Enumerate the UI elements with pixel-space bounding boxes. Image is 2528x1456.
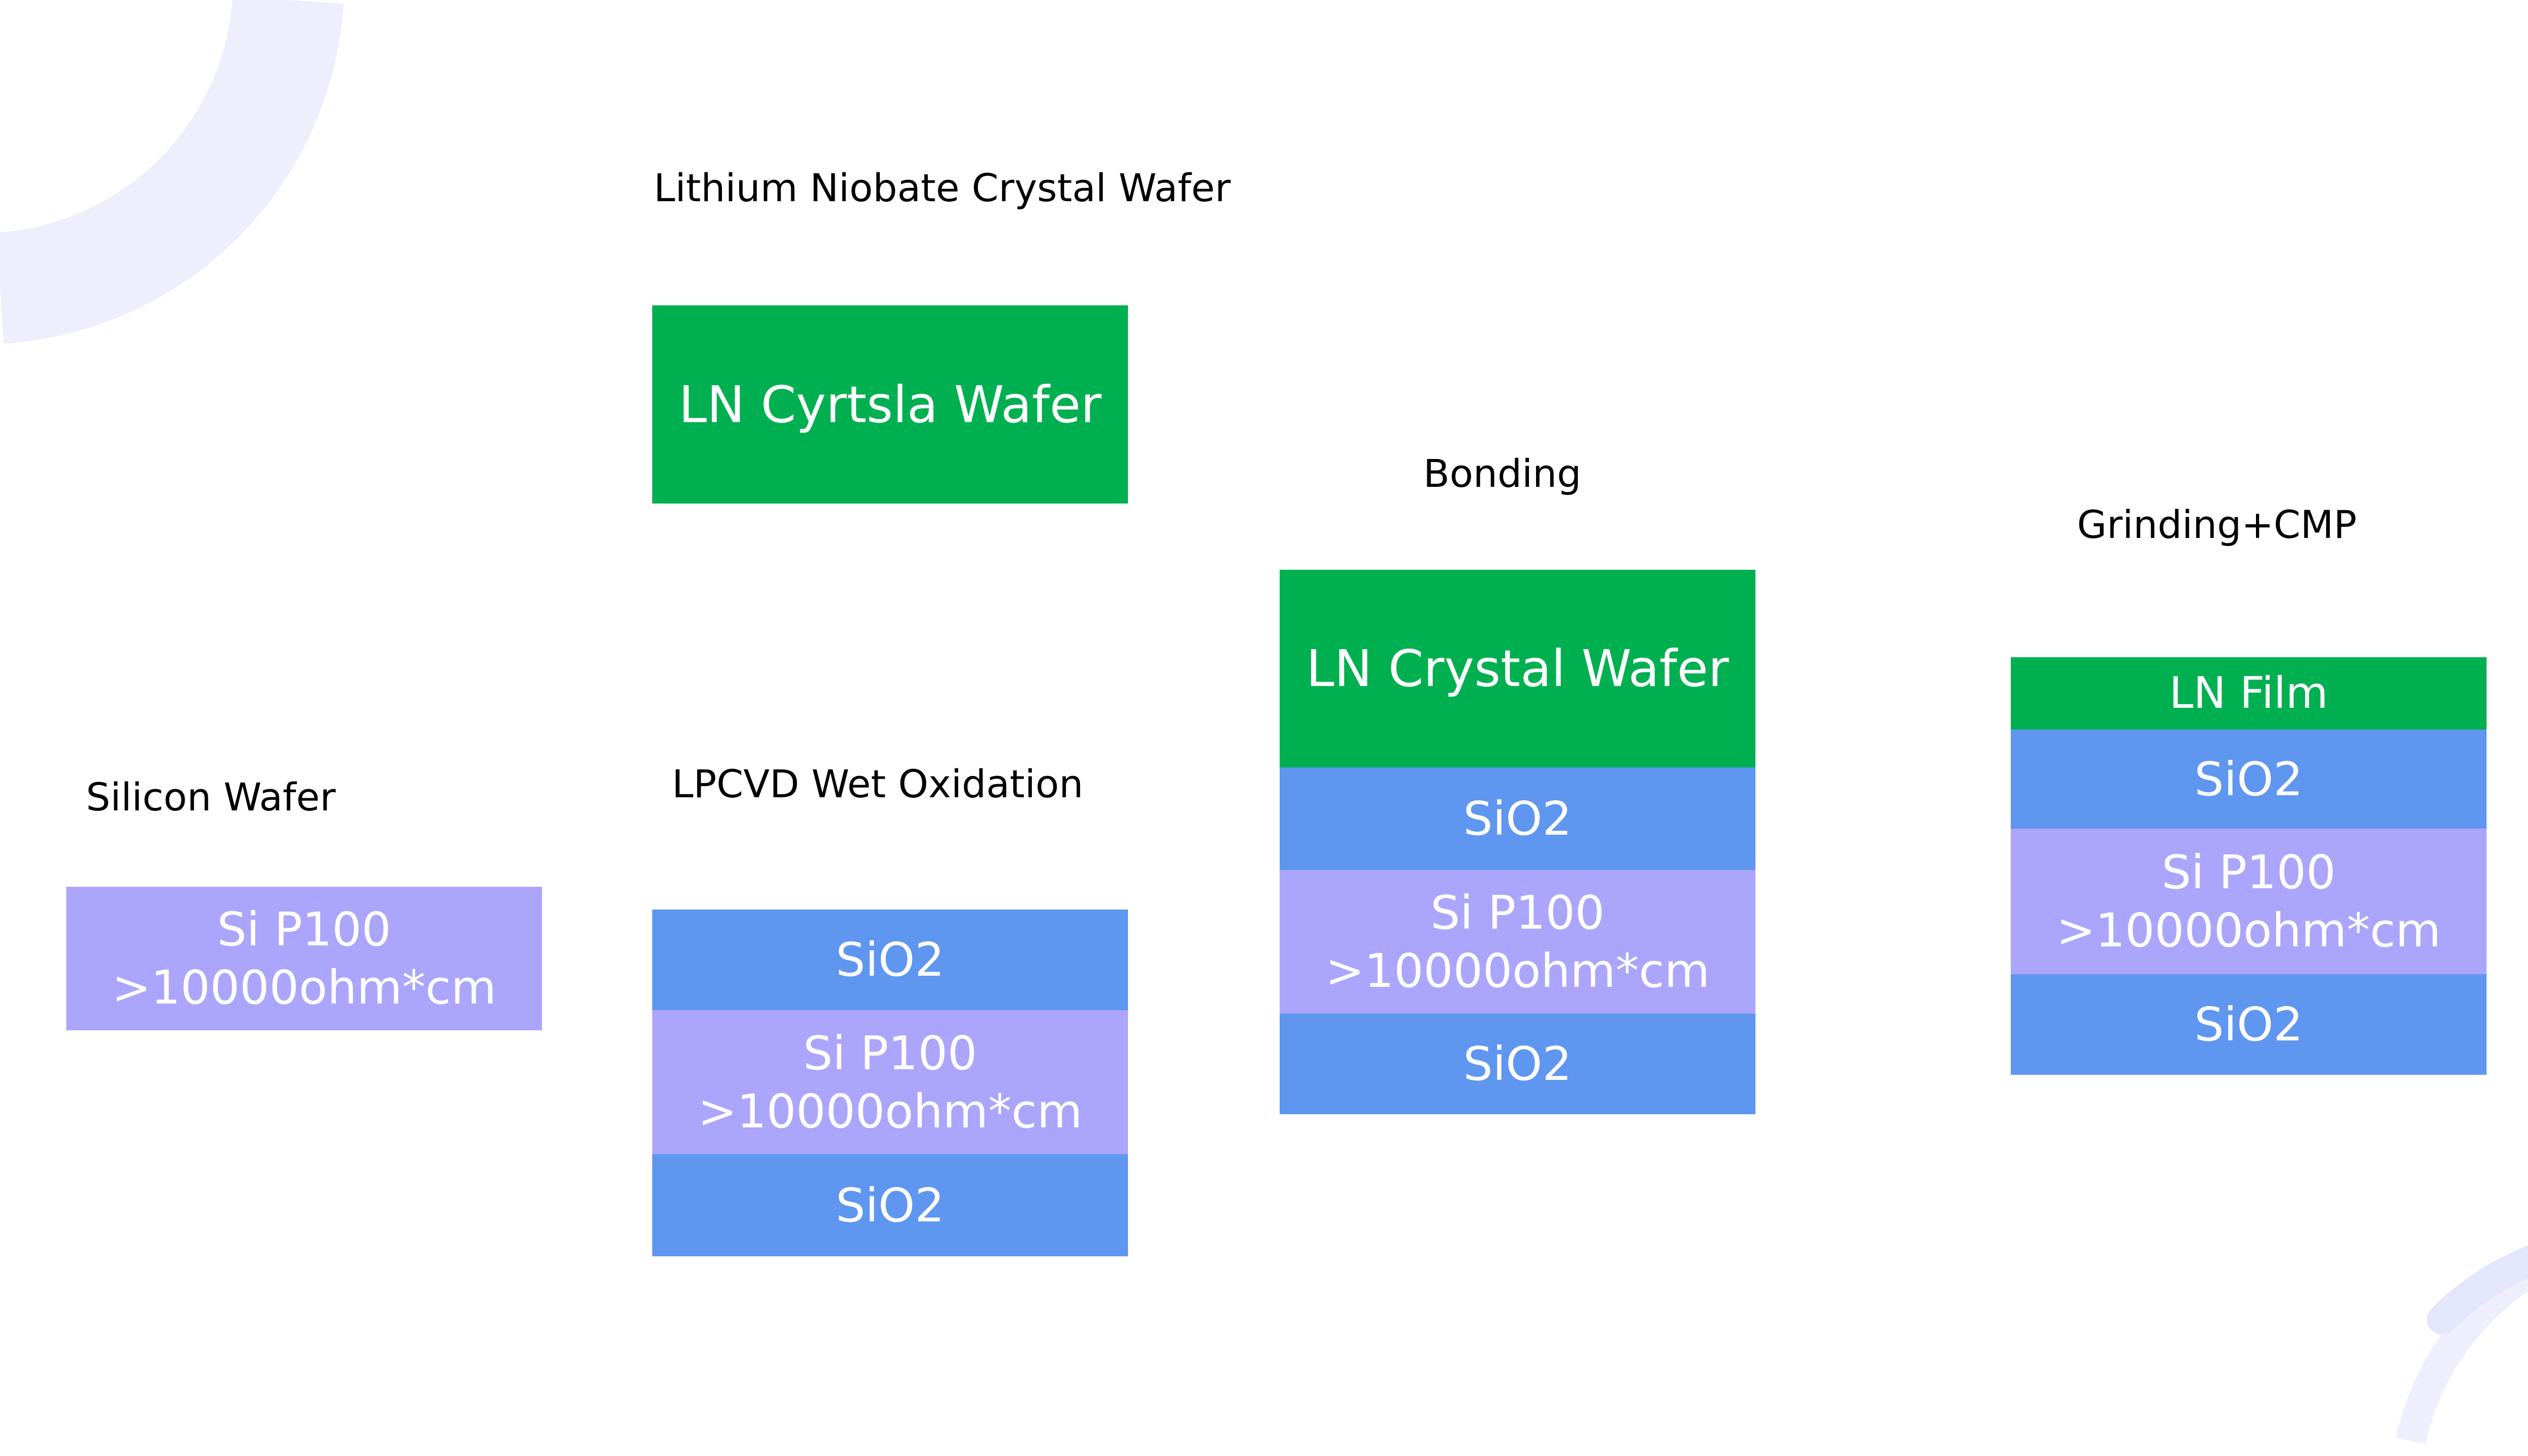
si-layer: Si P100 >10000ohm*cm [66,887,542,1030]
lpcvd-stack: SiO2 Si P100 >10000ohm*cm SiO2 [652,909,1128,1256]
sio2-top-layer: SiO2 [652,909,1128,1010]
sio2-top-layer: SiO2 [2011,730,2487,829]
si-layer: Si P100 >10000ohm*cm [2011,829,2487,974]
ln-film-layer: LN Film [2011,657,2487,730]
si-layer-line2: >10000ohm*cm [112,961,496,1015]
bonding-title: Bonding [1423,451,1582,496]
si-layer-line1: Si P100 [217,902,391,957]
si-layer: Si P100 >10000ohm*cm [1280,870,1755,1014]
si-layer-line2: >10000ohm*cm [2056,903,2441,958]
sio2-top-layer: SiO2 [1280,767,1755,870]
si-layer-line2: >10000ohm*cm [698,1084,1082,1139]
layer-label: LN Film [2169,668,2328,718]
grinding-cmp-title: Grinding+CMP [2077,502,2357,547]
si-layer-line1: Si P100 [2161,845,2336,899]
lpcvd-title: LPCVD Wet Oxidation [672,761,1084,806]
layer-label: SiO2 [836,1178,944,1233]
ln-layer-label: LN Cyrtsla Wafer [679,375,1102,434]
sio2-bottom-layer: SiO2 [2011,974,2487,1075]
layer-label: SiO2 [2194,997,2303,1052]
sio2-bottom-layer: SiO2 [652,1154,1128,1256]
layer-label: SiO2 [2194,752,2303,806]
silicon-wafer-title: Silicon Wafer [86,775,336,820]
ln-layer: LN Crystal Wafer [1280,570,1755,767]
silicon-wafer-stack: Si P100 >10000ohm*cm [66,887,542,1030]
ln-layer: LN Cyrtsla Wafer [652,305,1128,504]
sio2-bottom-layer: SiO2 [1280,1014,1755,1114]
layer-label: SiO2 [836,933,944,987]
layer-label: LN Crystal Wafer [1306,639,1729,698]
bottom-right-ring-highlight [2427,1245,2528,1335]
ln-wafer-stack: LN Cyrtsla Wafer [652,305,1128,504]
si-layer-line1: Si P100 [803,1026,977,1080]
layer-label: SiO2 [1463,792,1572,846]
bottom-right-ring [2396,1255,2528,1444]
bonding-stack: LN Crystal Wafer SiO2 Si P100 >10000ohm*… [1280,570,1755,1114]
si-layer-line2: >10000ohm*cm [1325,944,1710,998]
si-layer: Si P100 >10000ohm*cm [652,1010,1128,1154]
layer-label: SiO2 [1463,1037,1572,1091]
ln-wafer-title: Lithium Niobate Crystal Wafer [654,165,1231,210]
si-layer-line1: Si P100 [1430,886,1605,940]
grinding-cmp-stack: LN Film SiO2 Si P100 >10000ohm*cm SiO2 [2011,657,2487,1075]
top-left-ring [0,0,344,344]
